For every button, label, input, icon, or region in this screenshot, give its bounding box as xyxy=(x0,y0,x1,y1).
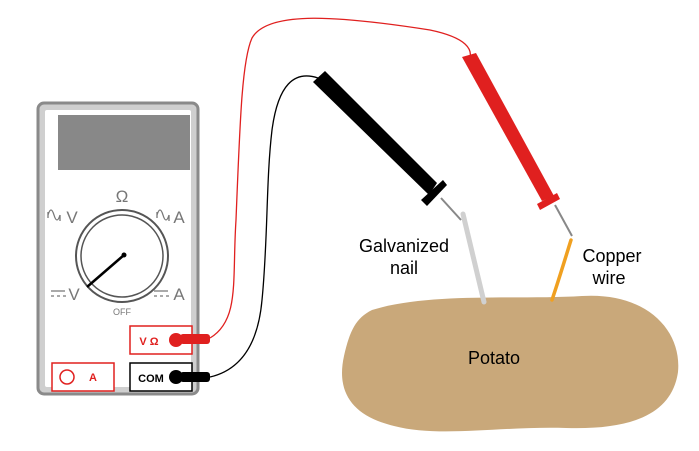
red-probe-handle xyxy=(462,53,554,201)
volt-ohm-jack-label: V Ω xyxy=(139,336,158,348)
red-probe xyxy=(462,53,573,237)
volt-ohm-jack-socket[interactable] xyxy=(169,333,183,347)
dial-pointer xyxy=(86,254,125,288)
dial-dc-volts-label: V xyxy=(68,285,80,304)
common-jack-label: COM xyxy=(138,373,164,385)
dc-volts-icon xyxy=(51,290,66,297)
selector-dial[interactable] xyxy=(75,209,169,303)
dc-amps-icon xyxy=(154,290,169,297)
black-lead-plug xyxy=(180,372,210,382)
dial-ac-volts-label: V xyxy=(66,208,78,227)
red-probe-tip xyxy=(554,204,573,237)
copper-label-line1: Copper xyxy=(582,246,641,266)
nail-label-line2: nail xyxy=(390,258,418,278)
dial-ac-amps-label: A xyxy=(173,208,185,227)
copper-wire xyxy=(550,238,573,302)
red-probe-guard xyxy=(537,193,560,210)
black-probe-guard xyxy=(421,180,447,206)
ac-amps-icon xyxy=(156,209,170,221)
meter-display xyxy=(58,115,190,170)
black-probe-handle xyxy=(313,71,437,195)
dial-ohm-label: Ω xyxy=(116,187,129,206)
black-test-lead-wire xyxy=(209,75,319,378)
potato-label: Potato xyxy=(468,348,520,368)
copper-label-line2: wire xyxy=(591,268,625,288)
amps-jack-frame[interactable] xyxy=(51,362,115,392)
ac-volts-icon xyxy=(47,209,61,221)
red-lead-plug xyxy=(180,334,210,344)
dial-hub xyxy=(121,252,127,258)
black-probe xyxy=(313,71,462,221)
dial-off-label: OFF xyxy=(113,307,131,317)
potato-shape xyxy=(342,295,679,432)
dial-dc-amps-label: A xyxy=(173,285,185,304)
galvanized-nail xyxy=(460,211,487,305)
multimeter: Ω V A V A OFF V Ω A COM xyxy=(36,101,210,396)
red-test-lead-wire xyxy=(209,17,472,339)
black-probe-tip xyxy=(440,197,462,221)
common-jack-socket[interactable] xyxy=(169,370,183,384)
nail-label-line1: Galvanized xyxy=(359,236,449,256)
amps-jack-socket[interactable] xyxy=(59,369,75,385)
amps-jack-label: A xyxy=(89,372,97,384)
